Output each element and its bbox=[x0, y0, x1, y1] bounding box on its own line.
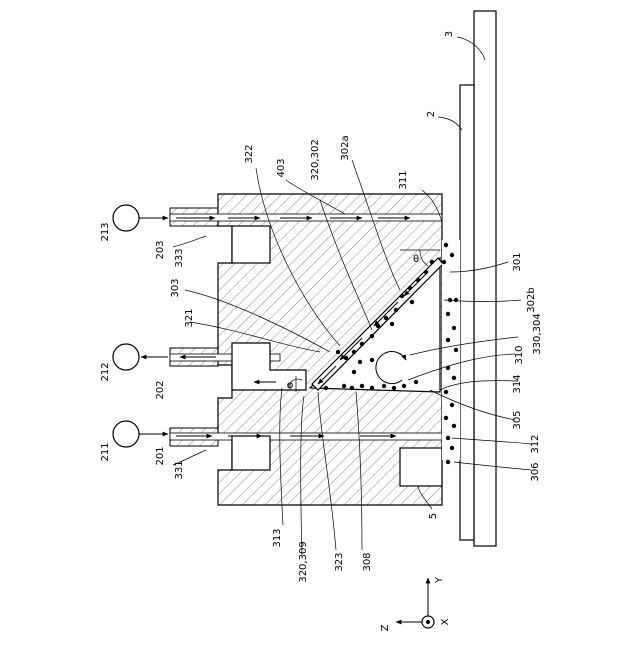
axis-label-x: X bbox=[440, 618, 451, 625]
label-203: 203 bbox=[155, 240, 166, 259]
label-333: 333 bbox=[174, 248, 185, 267]
label-202: 202 bbox=[155, 380, 166, 399]
label-theta: θ bbox=[413, 254, 419, 265]
label-330-304: 330,304 bbox=[532, 313, 543, 354]
label-403: 403 bbox=[276, 158, 287, 177]
label-308: 308 bbox=[362, 552, 373, 571]
label-321: 321 bbox=[184, 308, 195, 327]
label-302a: 302a bbox=[340, 135, 351, 160]
label-2: 2 bbox=[426, 111, 437, 117]
label-201: 201 bbox=[155, 446, 166, 465]
pump-211 bbox=[113, 421, 168, 447]
label-3: 3 bbox=[444, 31, 455, 37]
label-212: 212 bbox=[100, 362, 111, 381]
pump-212 bbox=[113, 344, 168, 370]
label-320-309: 320,309 bbox=[298, 541, 309, 582]
label-211: 211 bbox=[100, 442, 111, 461]
label-310: 310 bbox=[514, 345, 525, 364]
axis-label-z: Z bbox=[380, 624, 391, 631]
label-305: 305 bbox=[512, 410, 523, 429]
groove-333 bbox=[232, 226, 270, 263]
label-213: 213 bbox=[100, 222, 111, 241]
label-306: 306 bbox=[530, 462, 541, 481]
mask-plate-2 bbox=[460, 85, 474, 540]
label-5: 5 bbox=[428, 513, 439, 519]
label-301: 301 bbox=[512, 252, 523, 271]
label-311: 311 bbox=[398, 170, 409, 189]
label-322: 322 bbox=[244, 144, 255, 163]
axes-symbol bbox=[396, 578, 434, 628]
block-5 bbox=[400, 448, 442, 486]
groove-331 bbox=[232, 436, 270, 470]
label-320-302: 320,302 bbox=[310, 139, 321, 180]
label-323: 323 bbox=[334, 552, 345, 571]
label-314: 314 bbox=[512, 374, 523, 393]
axis-label-y: Y bbox=[434, 576, 445, 584]
label-313: 313 bbox=[272, 528, 283, 547]
label-302b: 302b bbox=[526, 287, 537, 312]
label-331: 331 bbox=[174, 460, 185, 479]
label-phi: φ bbox=[287, 380, 294, 391]
pump-213 bbox=[113, 205, 168, 231]
label-312: 312 bbox=[530, 434, 541, 453]
label-303: 303 bbox=[170, 278, 181, 297]
